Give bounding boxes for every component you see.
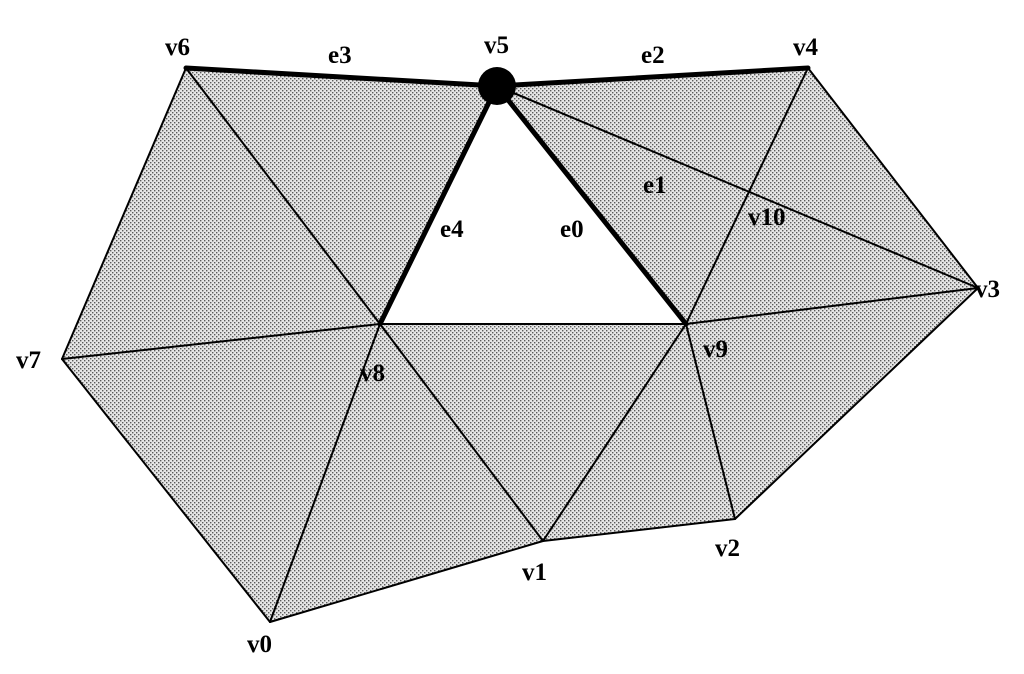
label-v3: v3 (975, 276, 1000, 303)
edge-e2-v5-v4 (494, 65, 811, 89)
edge-e4-v5-v8 (377, 83, 500, 327)
label-e0: e0 (560, 216, 584, 243)
label-v8: v8 (360, 360, 385, 387)
label-e1: e1 (643, 172, 667, 199)
edge-v9-v2 (685, 323, 736, 520)
label-v6: v6 (165, 34, 190, 61)
label-v5: v5 (484, 32, 509, 59)
highlighted-edges (183, 65, 811, 327)
edge-e1-v5-v3 (496, 85, 979, 289)
edge-v0-v1 (269, 540, 544, 623)
edge-v8-v1 (379, 323, 544, 542)
edge-v3-v4 (807, 67, 979, 289)
label-v7: v7 (16, 347, 41, 374)
edge-v0-v8 (269, 323, 381, 623)
edge-e0-v5-v9 (494, 83, 689, 327)
label-e2: e2 (641, 42, 665, 69)
edge-v9-v3 (685, 287, 979, 325)
label-v2: v2 (715, 535, 740, 562)
label-v0: v0 (247, 631, 272, 658)
edge-v9-v4 (685, 67, 809, 325)
hole-triangle (380, 86, 686, 324)
edge-v6-v8 (185, 67, 381, 325)
edge-v6-v7 (61, 67, 187, 360)
edge-v1-v2 (542, 518, 736, 542)
label-e4: e4 (440, 216, 464, 243)
label-e3: e3 (328, 42, 352, 69)
vertex-v5-dot (478, 67, 516, 105)
label-v9: v9 (703, 336, 728, 363)
edge-e3-v6-v5 (183, 65, 500, 89)
edge-v7-v0 (61, 358, 271, 623)
vertex-labels: v6 v5 v4 v3 v7 v8 v9 v10 v0 v1 v2 (16, 32, 1000, 658)
label-v1: v1 (522, 559, 547, 586)
edge-labels: e3 e2 e1 e4 e0 (328, 42, 667, 243)
edge-v1-v9 (542, 323, 687, 542)
label-v10: v10 (748, 204, 786, 231)
edge-v2-v3 (734, 287, 979, 520)
mesh-edges (61, 67, 979, 623)
edge-v7-v8 (61, 323, 381, 360)
label-v4: v4 (793, 34, 819, 61)
